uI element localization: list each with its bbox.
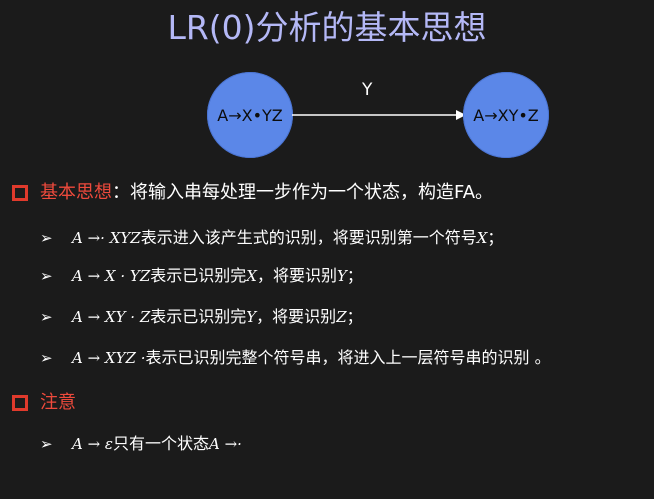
slide-title: LR(0)分析的基本思想 [167, 8, 487, 47]
note-math-2: A →· [209, 435, 242, 453]
item-math-symbol-2: Y [336, 267, 347, 285]
list-item: ➢ A → XYZ · 表示已识别完整个符号串，将进入上一层符号串的识别 。 [40, 346, 551, 370]
item-math-symbol: X [476, 229, 488, 247]
note-text: 只有一个状态 [113, 434, 210, 453]
square-bullet-icon [12, 395, 28, 411]
chevron-right-icon: ➢ [40, 308, 53, 326]
item-tail: ； [346, 307, 363, 326]
item-math-symbol-2: Z [336, 308, 347, 326]
chevron-right-icon: ➢ [40, 349, 53, 367]
item-text-2: ，将要识别 [256, 307, 337, 326]
item-math: A → XYZ · [72, 349, 146, 367]
item-math-symbol: Y [246, 308, 257, 326]
item-text: 表示已识别完 [150, 266, 247, 285]
item-math: A → X · YZ [72, 267, 151, 285]
list-item: ➢ A →· XYZ 表示进入该产生式的识别，将要识别第一个符号 X ； [40, 226, 503, 250]
item-math-symbol: X [246, 267, 257, 285]
item-text-2: ，将要识别 [256, 266, 337, 285]
note-math: A → ε [72, 435, 113, 453]
state-right: A→XY•Z [463, 72, 549, 158]
item-text: 表示进入该产生式的识别，将要识别第一个符号 [140, 228, 477, 247]
item-text: 表示已识别完 [150, 307, 247, 326]
item-math: A →· XYZ [72, 229, 141, 247]
transition-arrow [292, 110, 466, 120]
state-right-label: A→XY•Z [473, 105, 539, 125]
item-tail: ； [487, 228, 504, 247]
list-item: ➢ A → X · YZ 表示已识别完 X ，将要识别 Y ； [40, 264, 363, 288]
transition-label: Y [362, 80, 373, 100]
chevron-right-icon: ➢ [40, 435, 53, 453]
item-math: A → XY · Z [72, 308, 151, 326]
chevron-right-icon: ➢ [40, 229, 53, 247]
state-left: A→X•YZ [207, 72, 293, 158]
bullet-basic-idea-text: ：将输入串每处理一步作为一个状态，构造FA。 [112, 182, 494, 203]
list-item: ➢ A → XY · Z 表示已识别完 Y ，将要识别 Z ； [40, 305, 363, 329]
bullet-basic-idea-term: 基本思想 [40, 182, 112, 203]
bullet-note: 注意 [12, 390, 76, 416]
item-text: 表示已识别完整个符号串，将进入上一层符号串的识别 。 [145, 348, 551, 367]
item-tail: ； [346, 266, 363, 285]
chevron-right-icon: ➢ [40, 267, 53, 285]
bullet-note-term: 注意 [40, 392, 76, 413]
list-item: ➢ A → ε 只有一个状态 A →· [40, 432, 242, 456]
square-bullet-icon [12, 185, 28, 201]
state-left-label: A→X•YZ [217, 105, 283, 125]
bullet-basic-idea: 基本思想 ：将输入串每处理一步作为一个状态，构造FA。 [12, 180, 493, 206]
